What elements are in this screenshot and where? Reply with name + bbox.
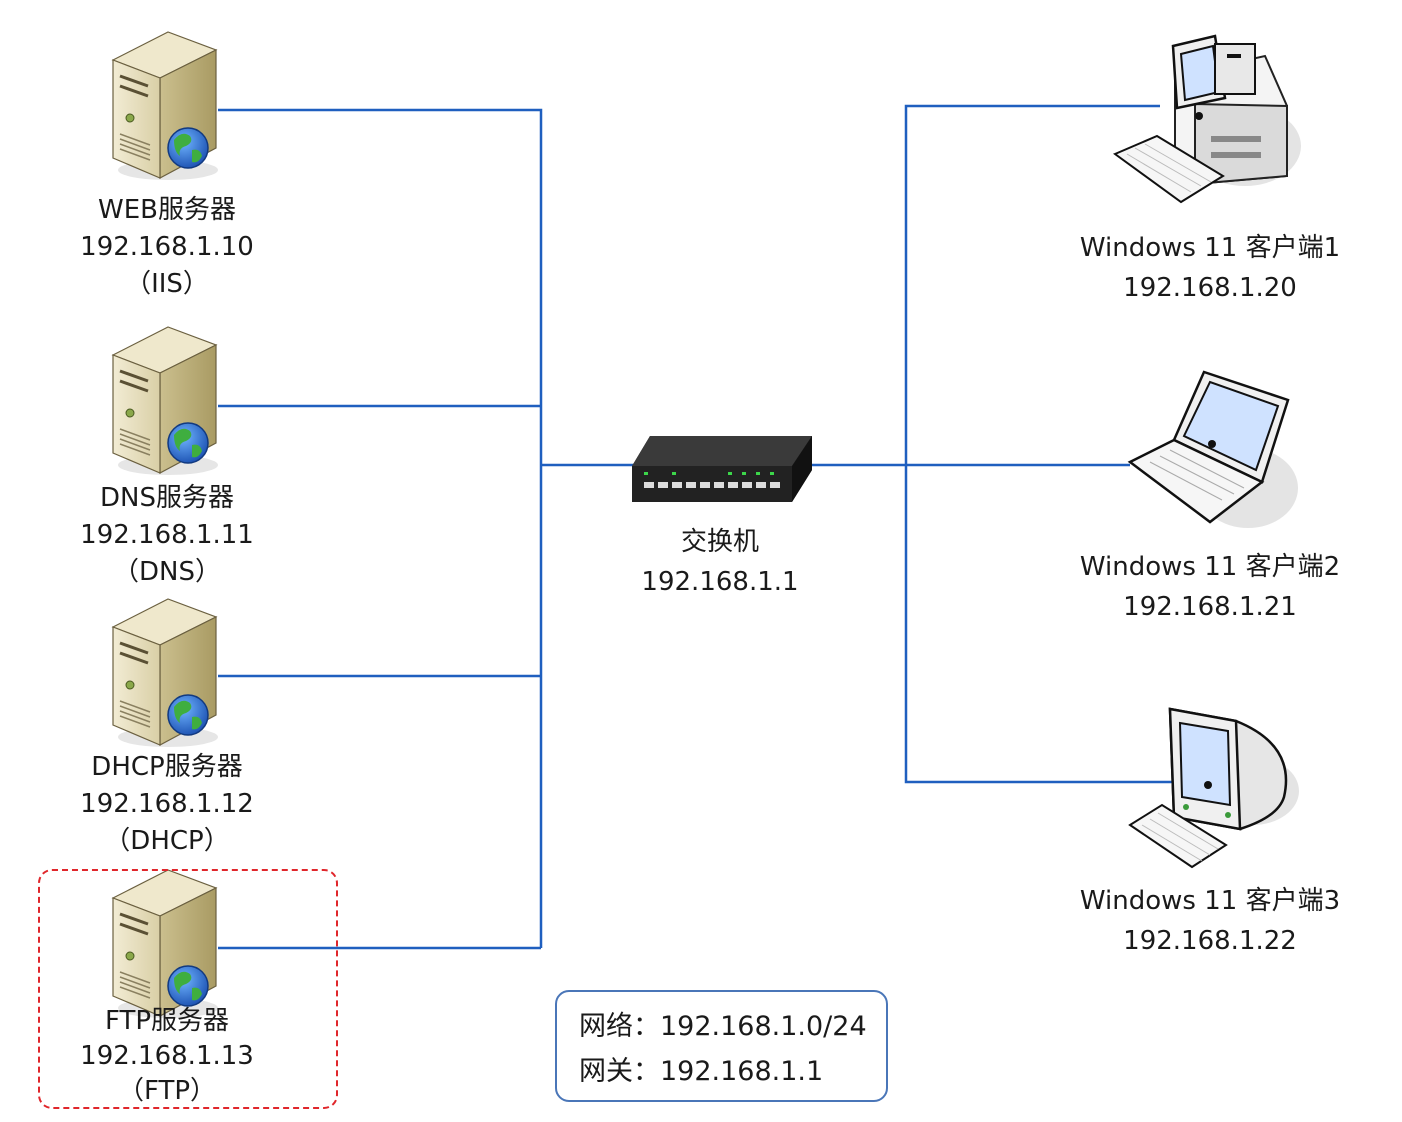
- link-client-trunk: [904, 104, 1172, 784]
- web-server-service: （IIS）: [125, 269, 209, 299]
- crt-monitor-icon: [1128, 707, 1299, 869]
- client1-name: Windows 11 客户端1: [1079, 233, 1341, 263]
- network-range: 网络：192.168.1.0/24: [579, 1011, 867, 1042]
- dhcp-server-ip: 192.168.1.12: [80, 789, 254, 819]
- client2-ip: 192.168.1.21: [1123, 592, 1297, 622]
- client2-name: Windows 11 客户端2: [1079, 552, 1341, 582]
- client3-label: Windows 11 客户端3 192.168.1.22: [1060, 881, 1360, 961]
- link-lines: [218, 104, 1172, 950]
- ftp-server-name: FTP服务器: [104, 1006, 230, 1036]
- dns-server-name: DNS服务器: [100, 483, 234, 513]
- client3-name: Windows 11 客户端3: [1079, 886, 1341, 916]
- dhcp-server-icon: [111, 597, 220, 749]
- web-server-label: WEB服务器 192.168.1.10 （IIS）: [67, 192, 267, 303]
- switch-label: 交换机 192.168.1.1: [620, 522, 820, 602]
- switch-name: 交换机: [680, 527, 759, 557]
- network-gateway: 网关：192.168.1.1: [579, 1056, 824, 1087]
- ftp-server-highlight-box: [38, 869, 338, 1109]
- dhcp-server-label: DHCP服务器 192.168.1.12 （DHCP）: [67, 749, 267, 860]
- dns-server-service: （DNS）: [113, 557, 221, 587]
- ftp-server-service: （FTP）: [117, 1076, 217, 1106]
- dns-server-icon: [111, 325, 220, 477]
- ftp-server-ip: 192.168.1.13: [80, 1041, 254, 1071]
- network-info-box: 网络：192.168.1.0/24 网关：192.168.1.1: [555, 990, 888, 1102]
- web-server-icon: [111, 30, 220, 182]
- client2-label: Windows 11 客户端2 192.168.1.21: [1060, 547, 1360, 627]
- switch-icon: [632, 436, 812, 502]
- client1-label: Windows 11 客户端1 192.168.1.20: [1060, 228, 1360, 308]
- web-server-name: WEB服务器: [98, 195, 236, 225]
- dns-server-ip: 192.168.1.11: [80, 520, 254, 550]
- desktop-computer-icon: [1112, 34, 1301, 204]
- client1-ip: 192.168.1.20: [1123, 273, 1297, 303]
- web-server-ip: 192.168.1.10: [80, 232, 254, 262]
- client3-ip: 192.168.1.22: [1123, 926, 1297, 956]
- link-web-server: [218, 108, 543, 948]
- laptop-icon: [1127, 370, 1298, 528]
- dhcp-server-name: DHCP服务器: [91, 752, 243, 782]
- ftp-server-label: FTP服务器 192.168.1.13 （FTP）: [67, 1004, 267, 1109]
- dns-server-label: DNS服务器 192.168.1.11 （DNS）: [67, 480, 267, 591]
- dhcp-server-service: （DHCP）: [104, 826, 230, 856]
- switch-ip: 192.168.1.1: [641, 567, 799, 597]
